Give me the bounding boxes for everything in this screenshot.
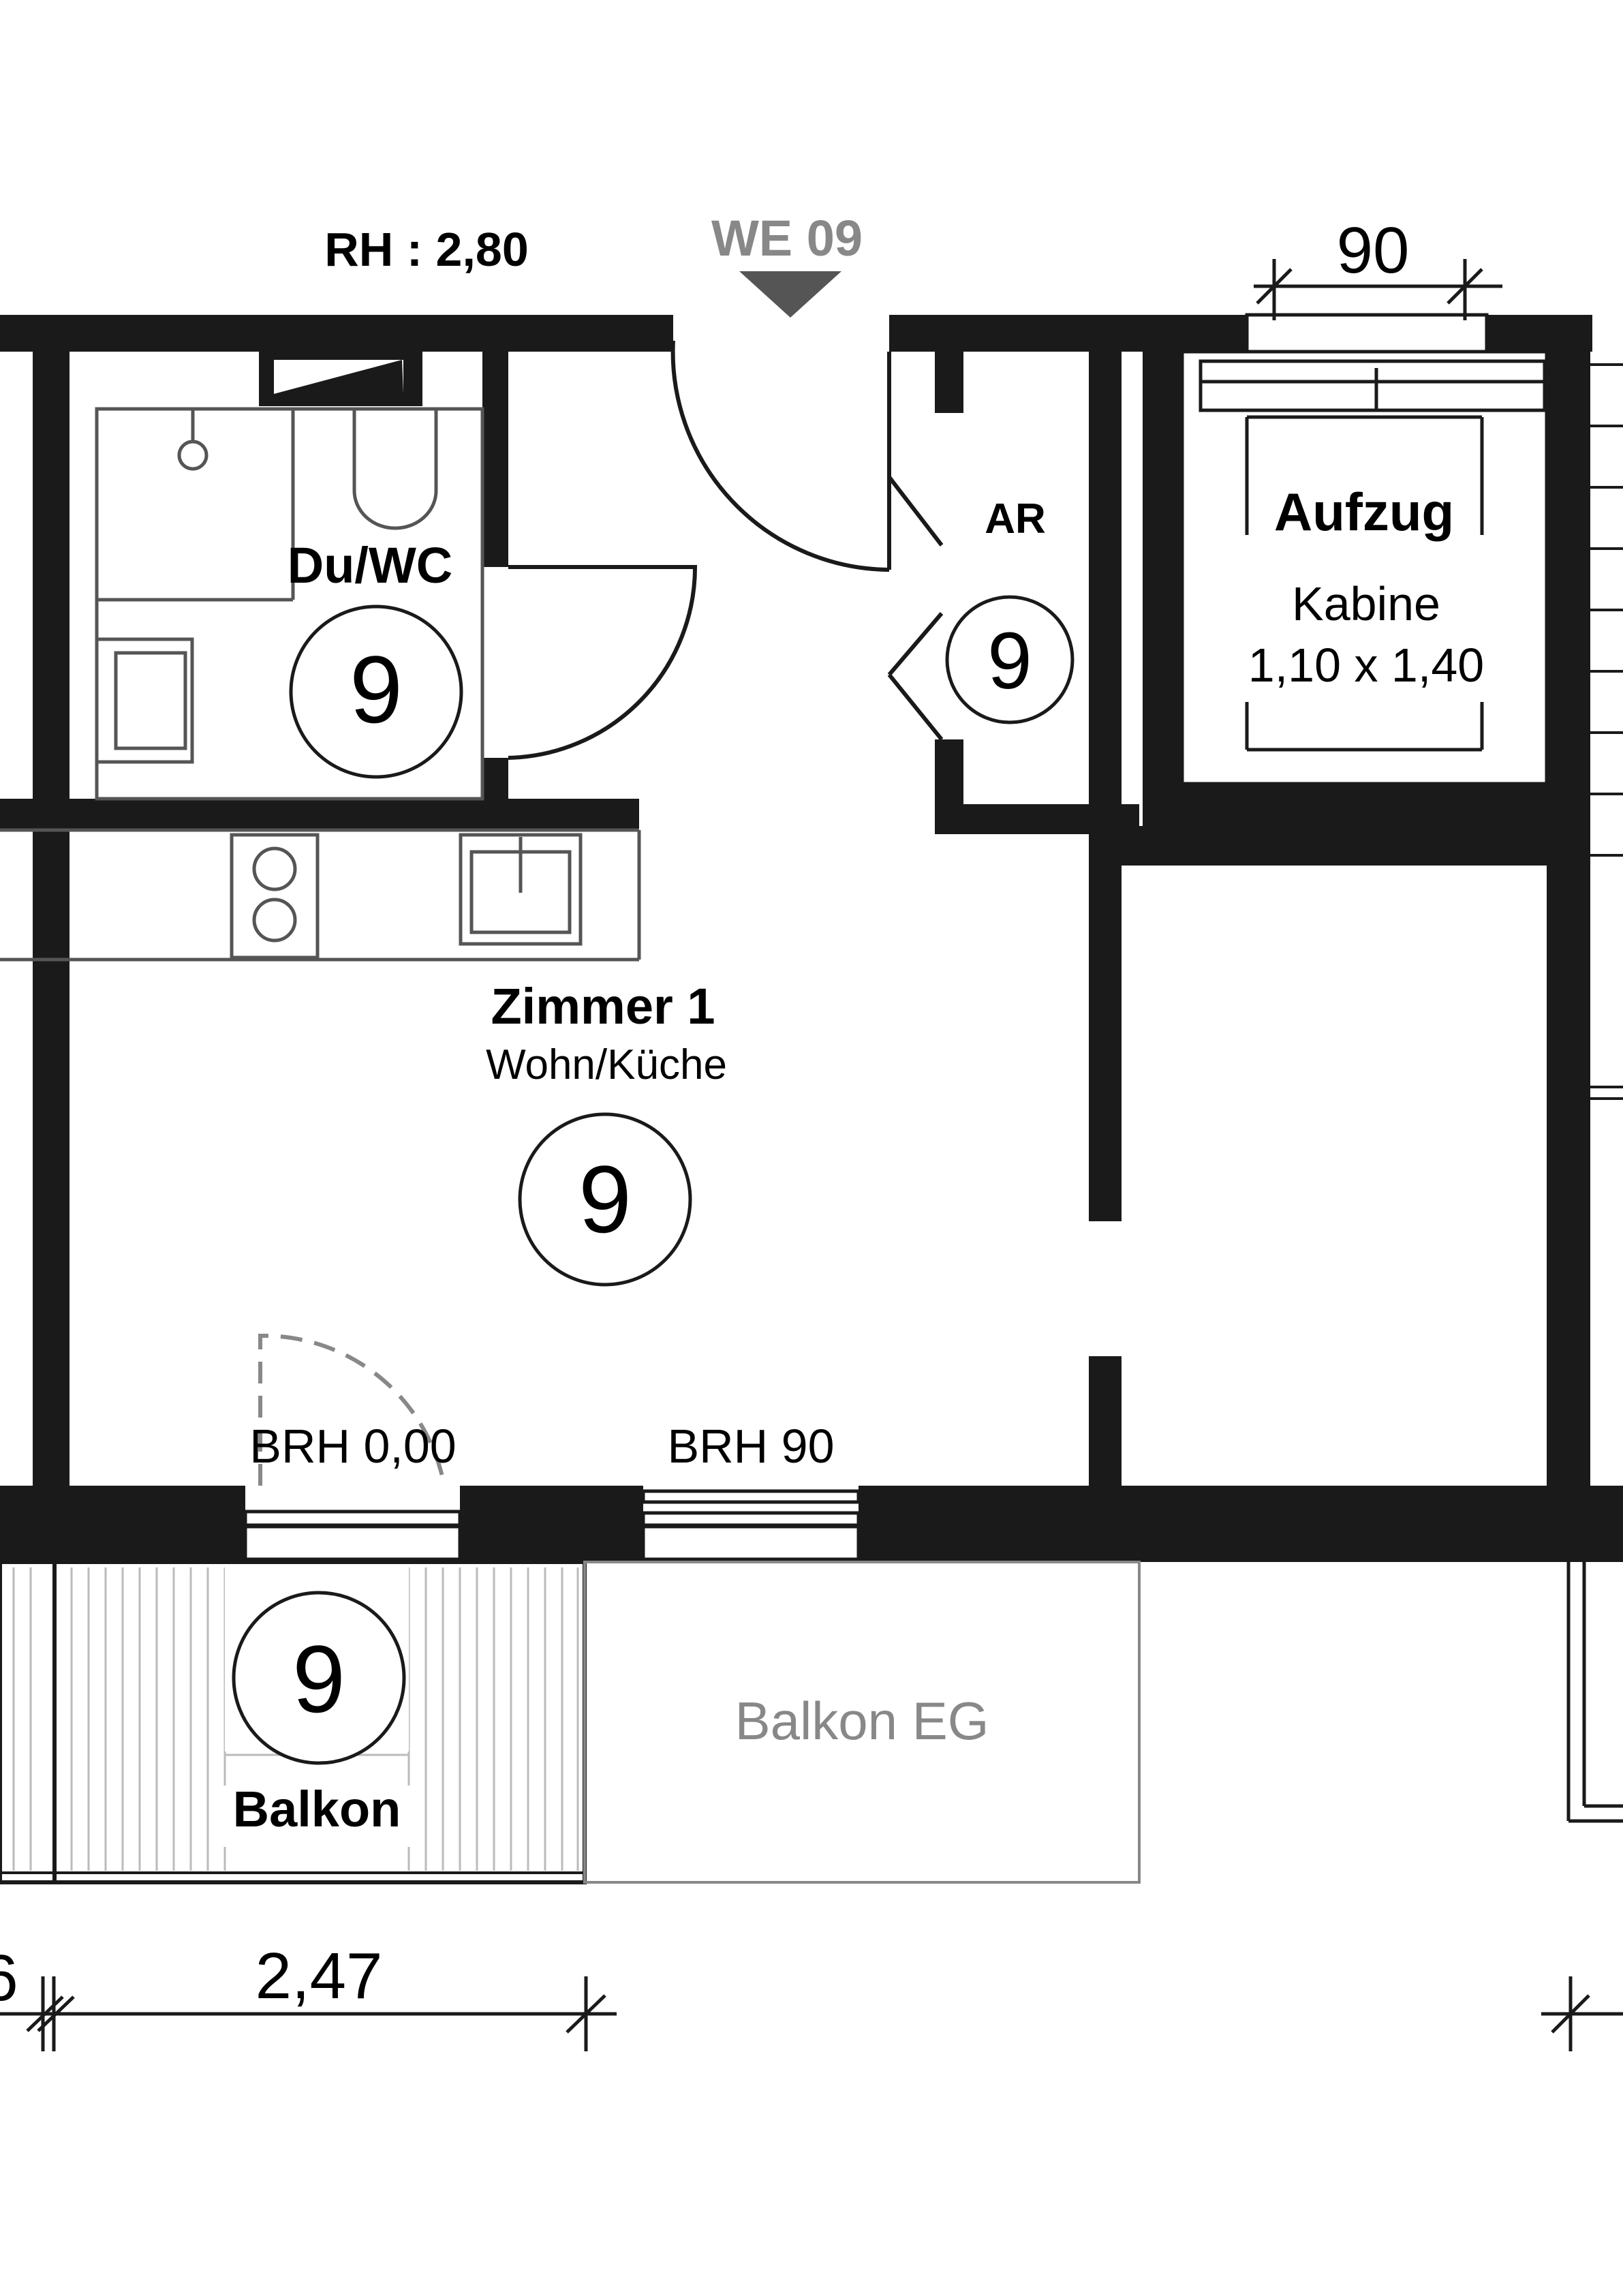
elevator-cabin-size: 1,10 x 1,40 (1248, 639, 1484, 692)
dim-left-partial: 6 (0, 1942, 18, 2015)
room-number-circles (232, 595, 1075, 1765)
door-sill-label: BRH 0,00 (249, 1420, 456, 1473)
living-number-circle (518, 1112, 692, 1287)
entrance-arrow-icon (739, 271, 841, 318)
dim-elevator-door: 90 (1337, 214, 1410, 287)
kitchen-fixtures (0, 828, 641, 962)
elevator-cabin-label: Kabine (1292, 577, 1440, 630)
wall-left (33, 315, 69, 1562)
bath-number: 9 (350, 636, 403, 743)
wall-top-left (0, 315, 673, 352)
shower-head-icon (177, 440, 208, 471)
bath-number-circle (289, 604, 463, 779)
storage-number: 9 (987, 616, 1032, 706)
balcony-eg-outline (583, 1561, 1141, 1884)
window-sill-label: BRH 90 (667, 1420, 834, 1473)
wall-right-room-top (1089, 826, 1590, 866)
entrance-door (670, 271, 944, 741)
wall-ar-stub-top (935, 352, 963, 413)
balcony-name: Balkon (233, 1781, 401, 1837)
storage-number-circle (945, 595, 1075, 724)
wall-ar-right (1089, 315, 1122, 1221)
elevator-cabin (1180, 350, 1549, 786)
wall-right-stub-lower (1089, 1356, 1122, 1486)
elevator-name: Aufzug (1274, 482, 1454, 542)
living-number: 9 (578, 1146, 632, 1253)
bath-fixtures (95, 407, 484, 801)
balcony-number: 9 (292, 1625, 345, 1732)
kitchen-sink-icon (459, 833, 583, 946)
bath-sink-icon (95, 637, 194, 764)
stove-icon (230, 833, 320, 960)
wall-shaft-left (1143, 315, 1182, 823)
wall-bath-right-lower (482, 758, 508, 799)
wall-shaft-right (1547, 315, 1590, 1562)
bath-door-swing (508, 565, 698, 760)
storage-name: AR (985, 495, 1046, 542)
living-subtitle: Wohn/Küche (486, 1041, 727, 1088)
openings (243, 313, 1489, 1562)
right-balcony-outline (1566, 1562, 1623, 1823)
unit-id-label: WE 09 (711, 210, 863, 266)
bath-name: Du/WC (288, 537, 453, 594)
balcony-door-swing (258, 1333, 446, 1486)
living-name: Zimmer 1 (491, 978, 715, 1035)
stair-lines (1590, 363, 1623, 1100)
dim-balcony-width: 2,47 (256, 1940, 383, 2012)
balcony-eg-name: Balkon EG (735, 1691, 989, 1751)
wall-bath-right (482, 315, 508, 567)
toilet-icon (352, 409, 438, 530)
wall-shaft-bottom (1143, 784, 1590, 826)
ceiling-height-label: RH : 2,80 (324, 223, 529, 276)
balcony-number-circle (232, 1591, 406, 1765)
dimension-lines (0, 259, 1623, 2051)
wall-bath-bottom (0, 799, 639, 830)
